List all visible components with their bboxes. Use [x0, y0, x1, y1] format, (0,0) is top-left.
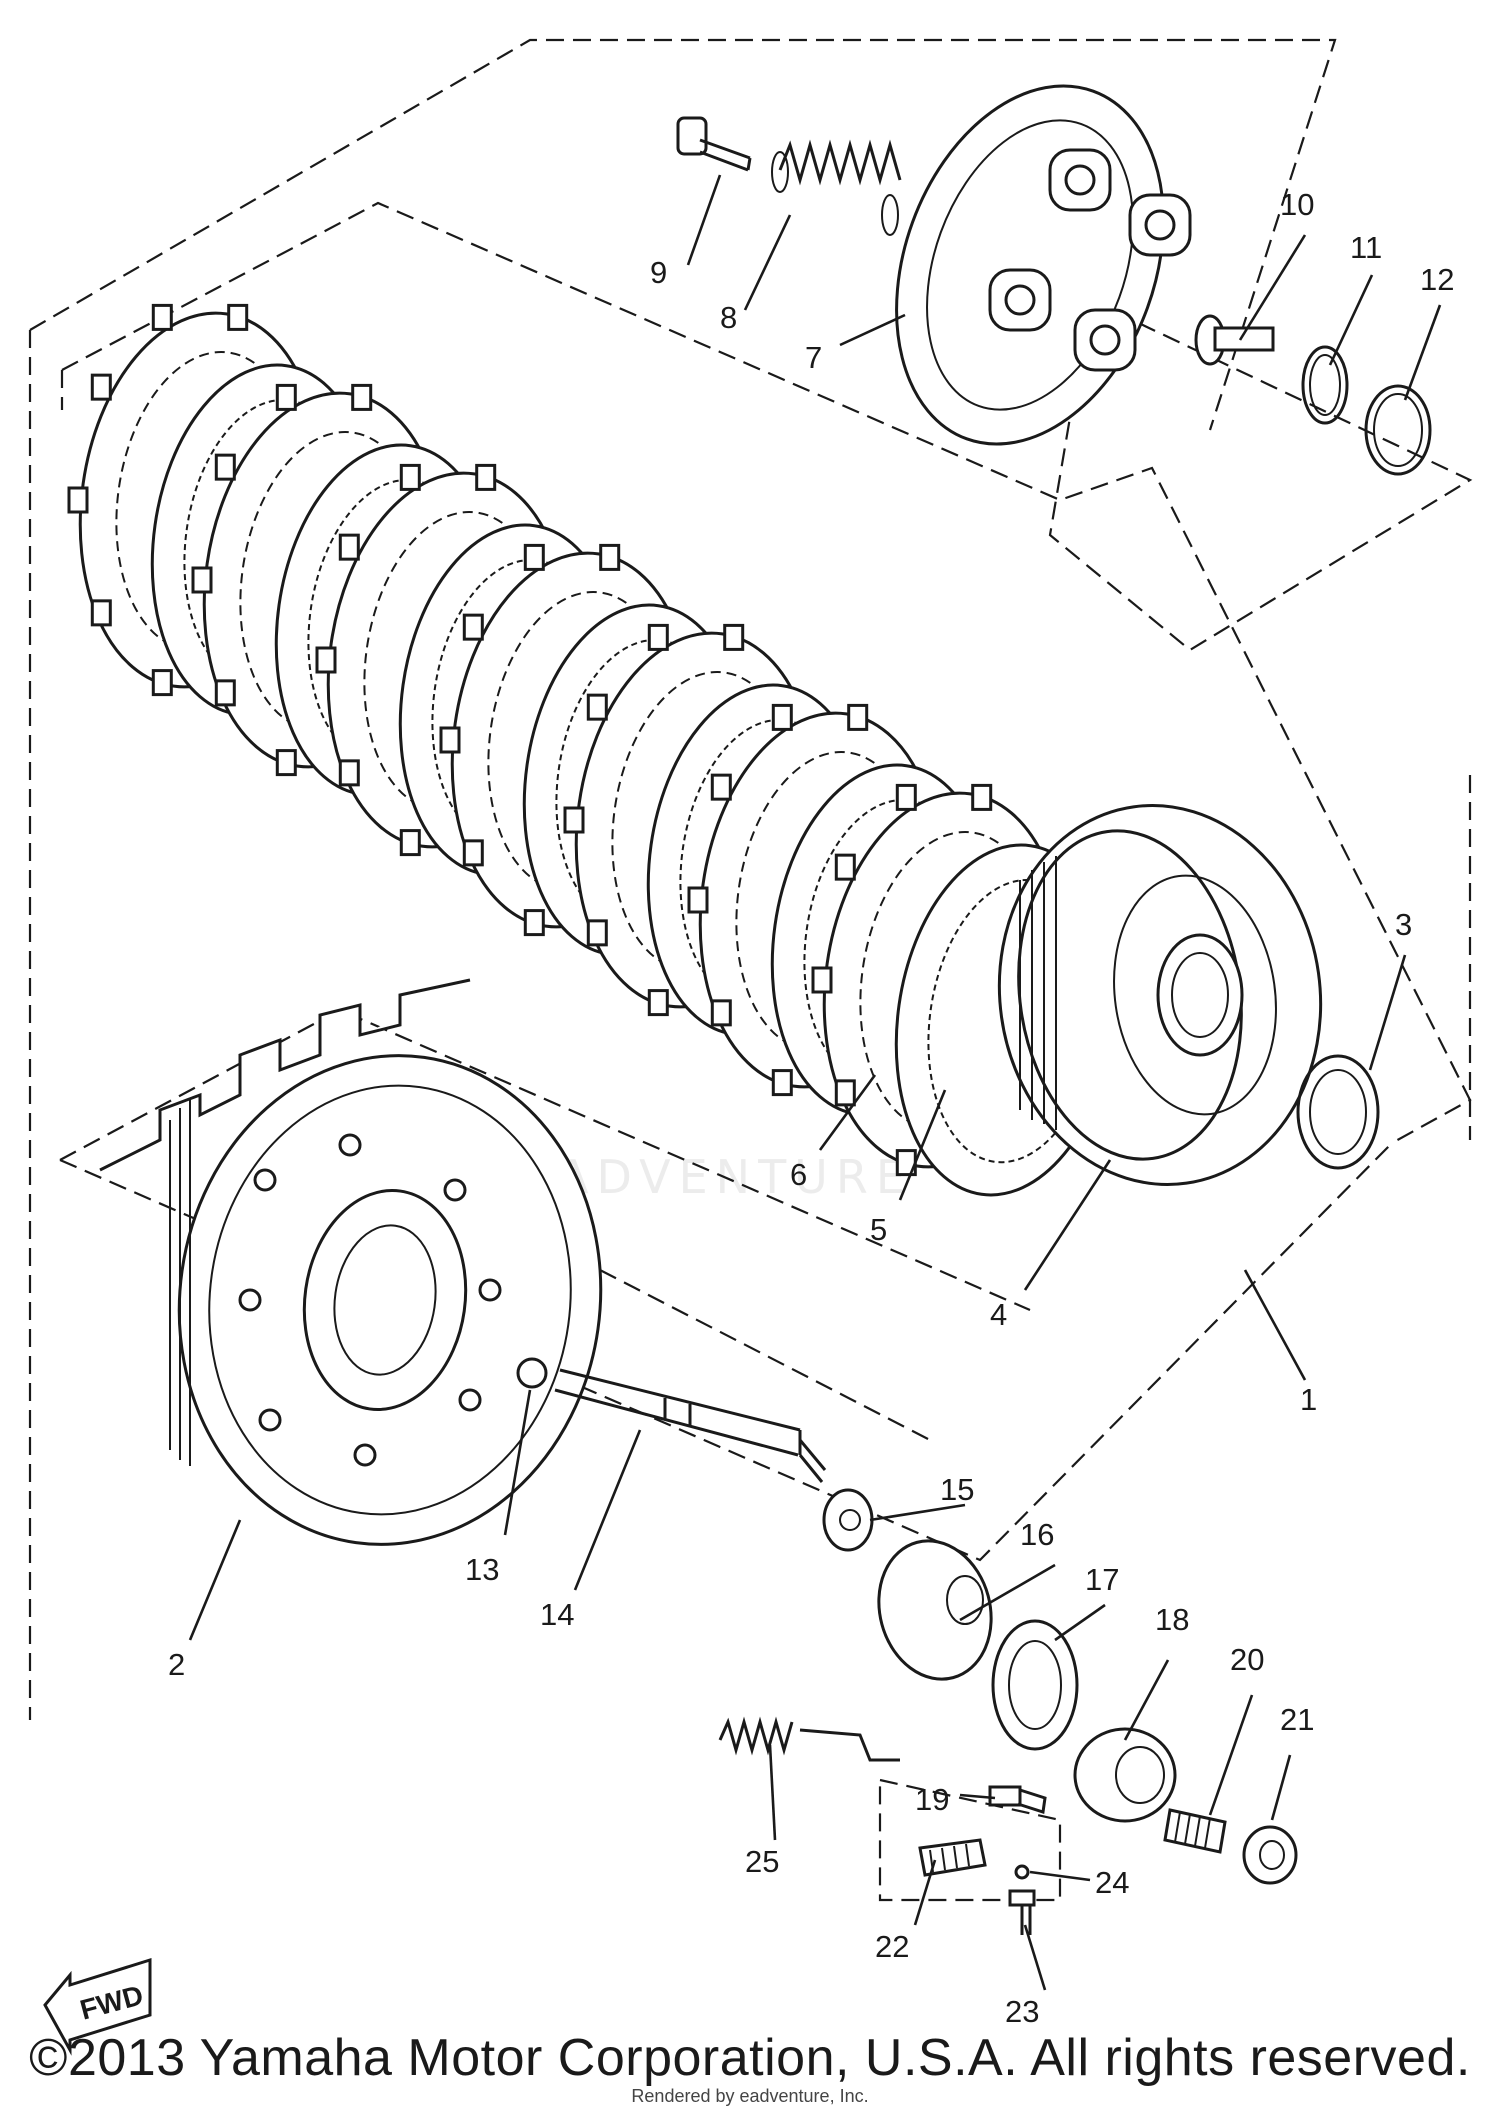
callout-1: 1 [1300, 1382, 1317, 1417]
callout-13: 13 [465, 1552, 499, 1587]
forward-arrow-icon: FWD [43, 1957, 152, 2056]
clutch-spring [771, 139, 902, 236]
callout-21: 21 [1280, 1702, 1314, 1737]
ball-and-push-rod [516, 1357, 827, 1483]
return-spring-and-fasteners [718, 1716, 1047, 1935]
callout-4: 4 [990, 1297, 1007, 1332]
bearing [822, 1488, 874, 1552]
callout-14: 14 [540, 1597, 574, 1632]
push-lever-assembly [877, 1539, 1177, 1823]
adjust-screw-locknut [1163, 1808, 1298, 1885]
callout-24: 24 [1095, 1865, 1129, 1900]
push-rod-circlip-washer [1194, 314, 1432, 476]
callout-17: 17 [1085, 1562, 1119, 1597]
callout-2: 2 [168, 1647, 185, 1682]
leader-lines [188, 174, 1442, 1991]
callout-22: 22 [875, 1929, 909, 1964]
thrust-washer [1296, 1054, 1380, 1170]
clutch-bolt [676, 116, 752, 172]
callout-19: 19 [915, 1782, 949, 1817]
callout-8: 8 [720, 300, 737, 335]
assembly-boundary-lines [28, 38, 1473, 1902]
clutch-boss [997, 804, 1323, 1186]
rendered-by-note: Rendered by eadventure, Inc. [631, 2086, 869, 2106]
callout-20: 20 [1230, 1642, 1264, 1677]
callout-18: 18 [1155, 1602, 1189, 1637]
callout-11: 11 [1350, 230, 1382, 265]
callout-25: 25 [745, 1844, 779, 1879]
callout-12: 12 [1420, 262, 1454, 297]
callout-9: 9 [650, 255, 667, 290]
callout-5: 5 [870, 1212, 887, 1247]
callout-6: 6 [790, 1157, 807, 1192]
callout-7: 7 [805, 340, 822, 375]
callout-15: 15 [940, 1472, 974, 1507]
part-callouts: 1 2 3 4 5 6 7 8 9 10 11 12 13 14 15 16 1… [168, 187, 1454, 2029]
callout-16: 16 [1020, 1517, 1054, 1552]
copyright-notice: ©2013 Yamaha Motor Corporation, U.S.A. A… [29, 2029, 1471, 2087]
pressure-plate [895, 84, 1192, 446]
callout-10: 10 [1280, 187, 1314, 222]
callout-23: 23 [1005, 1994, 1039, 2029]
clutch-housing [99, 978, 603, 1546]
callout-3: 3 [1395, 907, 1412, 942]
